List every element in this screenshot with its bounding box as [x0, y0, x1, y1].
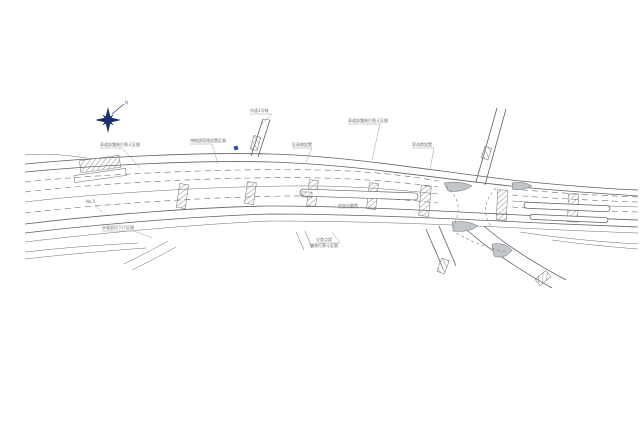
road-edge-bottom-outer	[24, 220, 639, 243]
crosswalk-hatches	[73, 135, 579, 286]
lane-line-1-right	[511, 188, 639, 198]
annotation-label: 中央分離帯	[338, 202, 358, 208]
lane-line-1-left	[24, 169, 439, 183]
guide-dashes	[445, 185, 507, 253]
crosswalk-hatch	[418, 185, 432, 217]
upper-right-road-edge-b	[484, 108, 507, 186]
left-ramp-line-a	[24, 242, 139, 253]
right-median-b	[529, 214, 609, 223]
branch-crosswalk-hatch	[534, 270, 552, 286]
compass-star-diagonal	[102, 114, 114, 126]
crosswalk-hatch	[244, 181, 257, 205]
leader-line	[102, 230, 153, 239]
mid-stub-edge-a	[295, 231, 305, 251]
turn-guide	[445, 185, 459, 229]
right-extra-line-b	[551, 239, 639, 250]
top-left-short-line	[24, 153, 87, 159]
annotations: 車道部舗装打替え区間 視線誘導標設置区間 市道1号線 区画線設置 車道部舗装打替…	[86, 107, 435, 248]
road-edge-bottom-sidewalk	[24, 213, 639, 234]
left-structure-outline	[73, 168, 127, 183]
left-ramp-line-b	[24, 247, 147, 260]
leader-line	[250, 113, 273, 125]
compass-rose: N	[95, 100, 239, 151]
side-road-crosswalk-hatch	[249, 135, 261, 152]
island	[443, 181, 473, 192]
left-stub-edge-b	[131, 246, 177, 271]
lower-branch-2-edge-b	[483, 225, 567, 281]
annotation-label: 交差点部	[316, 236, 332, 242]
right-extra-line-a	[519, 231, 639, 245]
traffic-islands	[443, 181, 533, 258]
compass-needle-line	[111, 103, 125, 115]
mid-stub-edge-b	[304, 230, 313, 249]
annotation-label: No.5	[86, 199, 96, 204]
annotation-label: 区画線設置	[292, 141, 312, 147]
lower-branch-1-edge-b	[438, 225, 457, 267]
left-structure-hatch	[79, 154, 121, 174]
right-median-a	[523, 201, 611, 213]
upper-road-crosswalk-hatch	[480, 146, 492, 161]
turn-guide	[451, 229, 507, 253]
road-edge-top-outer	[24, 153, 639, 191]
island	[451, 221, 479, 232]
lane-line-2-right	[511, 194, 639, 203]
upper-right-road-edge-a	[475, 107, 498, 183]
road-edge-top-curb	[24, 161, 639, 197]
leader-line	[190, 143, 219, 165]
left-stub-edge-a	[123, 240, 169, 265]
medians	[299, 188, 611, 223]
island	[491, 243, 513, 258]
compass-label: N	[125, 100, 128, 105]
road-network	[24, 107, 639, 289]
annotation-label: 視線誘導標設置区間	[190, 137, 226, 143]
leader-line	[100, 147, 141, 169]
central-median-end-hatch	[301, 191, 313, 198]
turn-guide	[485, 187, 497, 229]
leader-line	[94, 204, 103, 213]
annotation-label: 車道部舗装打替え区間	[100, 141, 140, 147]
center-line-left	[24, 185, 439, 203]
crosswalk-hatch	[176, 183, 189, 209]
side-road-up-right-edge	[257, 119, 271, 158]
blue-marker-icon	[233, 145, 239, 151]
annotation-label: 導流帯設置	[412, 141, 432, 147]
branch-crosswalk-hatch	[436, 257, 450, 275]
annotation-label: 舗装打替え区間	[310, 242, 338, 248]
lane-line-2-left	[24, 177, 439, 193]
crosswalk-hatch	[495, 189, 509, 221]
annotation-label: 歩道部切下げ区間	[102, 224, 134, 230]
annotation-label: 車道部舗装打替え区間	[348, 117, 388, 123]
annotation-label: 市道1号線	[250, 107, 269, 113]
leader-line	[316, 231, 341, 244]
central-median	[299, 188, 419, 201]
leader-line	[348, 123, 381, 161]
leader-line	[412, 147, 435, 171]
island	[511, 182, 533, 190]
leader-line	[292, 147, 313, 163]
